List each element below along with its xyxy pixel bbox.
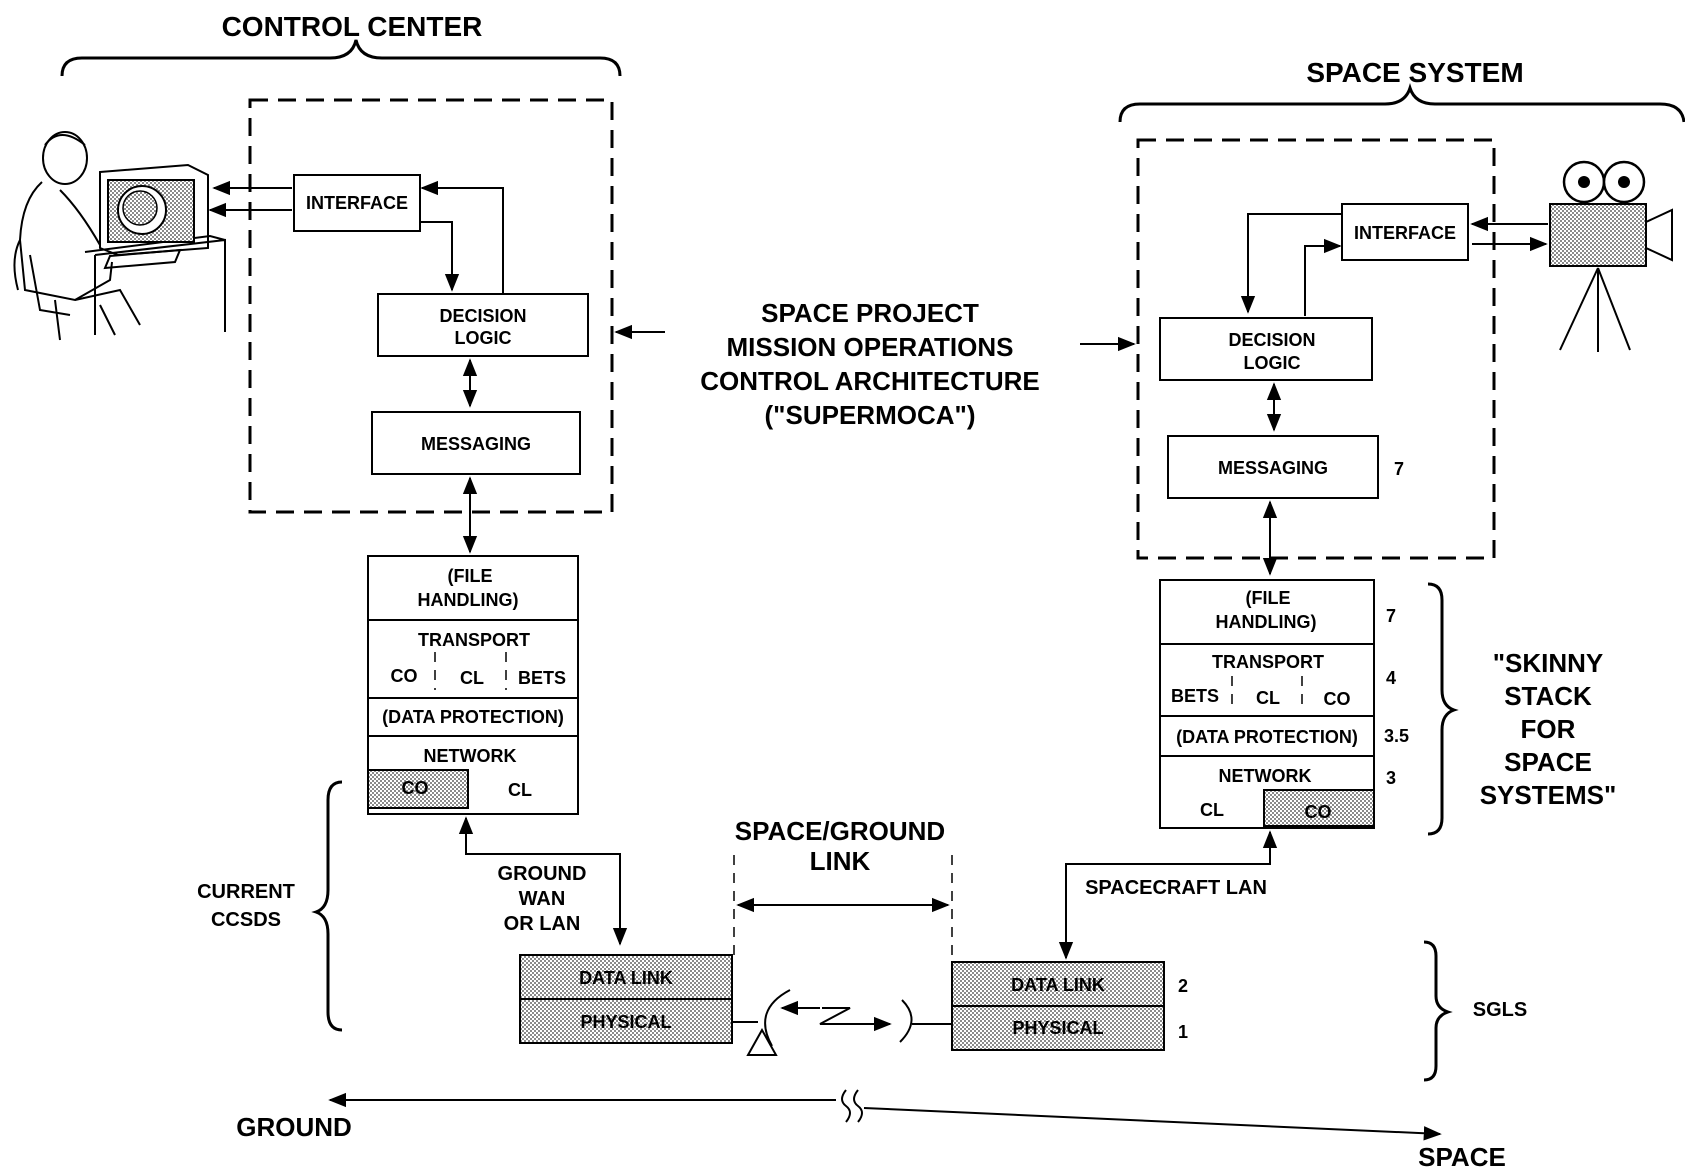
right-file-line1: (FILE [1246, 588, 1291, 608]
right-network-co: CO [1305, 802, 1332, 822]
supermoca-title-line3: CONTROL ARCHITECTURE [700, 366, 1039, 396]
left-decision-to-interface-arrow [420, 180, 504, 296]
right-decision-logic-box [1159, 317, 1373, 381]
right-messaging-label: MESSAGING [1218, 458, 1328, 478]
right-interface-box [1341, 203, 1469, 261]
ground-wan-line1: GROUND [498, 863, 587, 885]
left-transport-co: CO [391, 666, 418, 686]
skinny-stack-line1: "SKINNY [1493, 648, 1604, 678]
current-ccsds-line2: CCSDS [211, 909, 281, 931]
lightning-link-icon [780, 1000, 892, 1032]
right-data-protection-label: (DATA PROTECTION) [1176, 727, 1358, 747]
space-direction-arrow [863, 1107, 1442, 1141]
right-network-label: NETWORK [1219, 766, 1312, 786]
antenna-dish-icon [746, 989, 791, 1056]
axis-break-mark [841, 1089, 863, 1123]
right-physical-box [951, 1005, 1165, 1051]
left-decision-line2: LOGIC [455, 328, 512, 348]
space-label: SPACE [1418, 1142, 1506, 1172]
right-interface-to-decision-arrow [1240, 213, 1342, 314]
skinny-stack-brace [1427, 582, 1459, 836]
left-transport-label: TRANSPORT [418, 630, 530, 650]
right-transport-label: TRANSPORT [1212, 652, 1324, 672]
movie-camera-icon [1549, 160, 1673, 352]
control-center-brace [60, 39, 622, 77]
supermoca-title-line4: ("SUPERMOCA") [765, 400, 976, 430]
left-file-line1: (FILE [448, 566, 493, 586]
skinny-stack-line4: SPACE [1504, 747, 1592, 777]
right-decision-to-interface-arrow [1304, 238, 1342, 316]
right-transport-cl: CL [1256, 688, 1280, 708]
left-data-link-label: DATA LINK [579, 968, 673, 988]
left-protocol-stack: (FILE HANDLING) TRANSPORT CO CL BETS (DA… [367, 555, 579, 815]
spacecraft-lan-link-arrow [1058, 830, 1278, 960]
left-supermoca-boundary [248, 98, 614, 514]
left-interface-box [293, 174, 421, 232]
supermoca-title-line1: SPACE PROJECT [761, 298, 979, 328]
right-supermoca-boundary [1136, 138, 1496, 560]
space-system-heading: SPACE SYSTEM [1306, 57, 1523, 88]
right-protection-layer-number: 3.5 [1384, 726, 1409, 746]
right-messaging-layer-number: 7 [1394, 459, 1404, 479]
sgls-label: SGLS [1473, 999, 1527, 1021]
left-messaging-box [371, 411, 581, 475]
left-decision-logic-box [377, 293, 589, 357]
right-decision-line2: LOGIC [1244, 353, 1301, 373]
right-network-cl: CL [1200, 800, 1224, 820]
left-file-line2: HANDLING) [418, 590, 519, 610]
left-network-label: NETWORK [424, 746, 517, 766]
operator-at-terminal-icon [13, 131, 226, 341]
current-ccsds-brace [311, 780, 343, 1032]
spacecraft-lan-label: SPACECRAFT LAN [1085, 877, 1267, 899]
left-data-link-box [519, 954, 733, 1000]
skinny-stack-line2: STACK [1504, 681, 1592, 711]
space-system-brace [1118, 82, 1685, 123]
right-physical-layer-number: 1 [1178, 1022, 1188, 1042]
right-messaging-box [1167, 435, 1379, 499]
right-file-line2: HANDLING) [1216, 612, 1317, 632]
right-transport-layer-number: 4 [1386, 668, 1396, 688]
right-transport-co: CO [1324, 689, 1351, 709]
skinny-stack-line3: FOR [1521, 714, 1576, 744]
left-network-cl: CL [508, 780, 532, 800]
left-data-protection-label: (DATA PROTECTION) [382, 707, 564, 727]
sgls-brace [1423, 940, 1453, 1082]
supermoca-title-line2: MISSION OPERATIONS [727, 332, 1014, 362]
right-network-layer-number: 3 [1386, 768, 1396, 788]
ground-wan-link-arrow [458, 816, 628, 946]
right-decision-line1: DECISION [1228, 330, 1315, 350]
left-transport-cl: CL [460, 668, 484, 688]
right-data-link-layer-number: 2 [1178, 976, 1188, 996]
left-interface-label: INTERFACE [306, 193, 408, 213]
space-ground-link-line2: LINK [810, 846, 871, 876]
right-data-link-label: DATA LINK [1011, 975, 1105, 995]
left-network-co: CO [402, 778, 429, 798]
space-ground-link-line1: SPACE/GROUND [735, 816, 945, 846]
left-decision-line1: DECISION [439, 306, 526, 326]
right-file-layer-number: 7 [1386, 606, 1396, 626]
ground-wan-line2: WAN [519, 888, 566, 910]
left-physical-label: PHYSICAL [580, 1012, 671, 1032]
skinny-stack-line5: SYSTEMS" [1480, 780, 1617, 810]
right-transport-bets: BETS [1171, 686, 1219, 706]
left-messaging-label: MESSAGING [421, 434, 531, 454]
right-protocol-stack: (FILE HANDLING) TRANSPORT BETS CL CO (DA… [1159, 579, 1375, 829]
left-interface-to-decision-arrow [420, 221, 460, 292]
current-ccsds-line1: CURRENT [197, 881, 295, 903]
spacecraft-antenna-icon [899, 999, 952, 1043]
ground-wan-line3: OR LAN [504, 913, 581, 935]
control-center-heading: CONTROL CENTER [222, 11, 483, 42]
ground-label: GROUND [236, 1112, 352, 1142]
left-transport-bets: BETS [518, 668, 566, 688]
left-physical-box [519, 998, 733, 1044]
right-physical-label: PHYSICAL [1012, 1018, 1103, 1038]
right-interface-label: INTERFACE [1354, 223, 1456, 243]
